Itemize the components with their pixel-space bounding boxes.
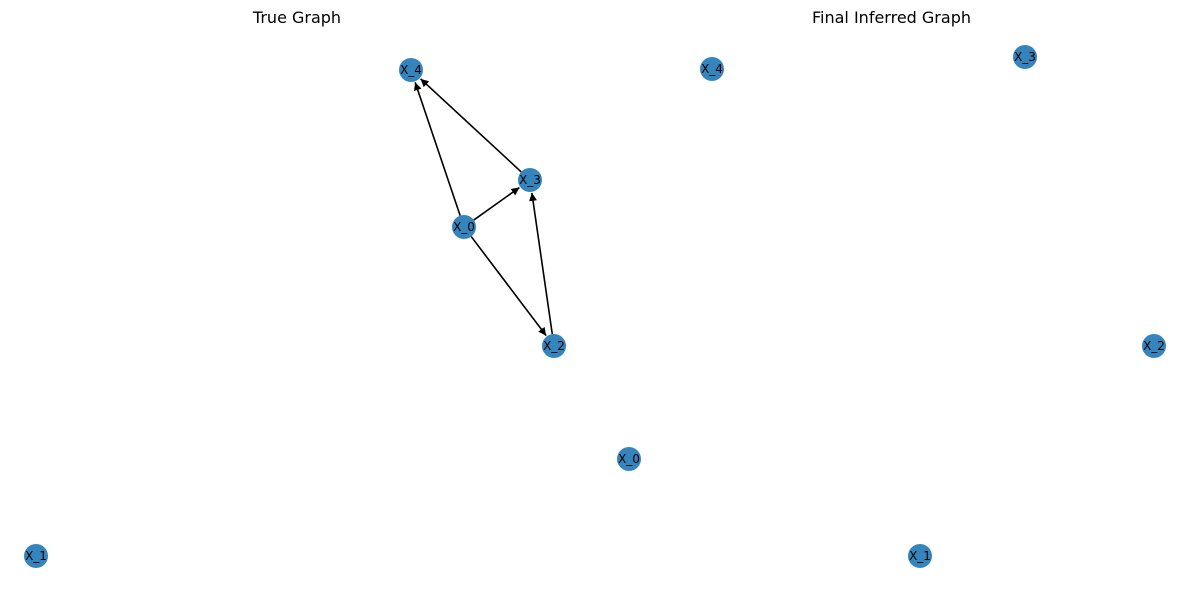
node-true-X_3: X_3	[518, 168, 542, 192]
node-true-X_0: X_0	[452, 215, 476, 239]
node-inferred-X_2: X_2	[1142, 334, 1166, 358]
node-label: X_0	[618, 452, 640, 466]
edge-true-X_2-to-X_3	[529, 192, 554, 335]
true-graph-panel: True Graph	[0, 0, 594, 591]
node-inferred-X_1: X_1	[908, 544, 932, 568]
node-inferred-X_4: X_4	[700, 57, 724, 81]
edge-true-X_0-to-X_4	[413, 82, 461, 216]
node-label: X_0	[453, 220, 475, 234]
node-true-X_2: X_2	[542, 334, 566, 358]
true-graph-title: True Graph	[252, 8, 342, 27]
node-label: X_1	[25, 549, 47, 563]
node-true-X_4: X_4	[399, 58, 423, 82]
node-label: X_2	[543, 339, 565, 353]
node-label: X_1	[909, 549, 931, 563]
node-inferred-X_3: X_3	[1013, 45, 1037, 69]
node-label: X_4	[701, 62, 723, 76]
node-true-X_1: X_1	[24, 544, 48, 568]
node-label: X_2	[1143, 339, 1165, 353]
node-label: X_3	[519, 173, 541, 187]
edge-true-X_0-to-X_2	[470, 236, 547, 337]
edge-true-X_0-to-X_3	[473, 186, 520, 221]
node-label: X_3	[1014, 50, 1036, 64]
node-label: X_4	[400, 63, 422, 77]
inferred-graph-title: Final Inferred Graph	[812, 8, 971, 27]
inferred-graph-panel: Final Inferred Graph	[594, 0, 1189, 591]
edge-true-X_3-to-X_4	[420, 78, 522, 173]
node-inferred-X_0: X_0	[617, 447, 641, 471]
